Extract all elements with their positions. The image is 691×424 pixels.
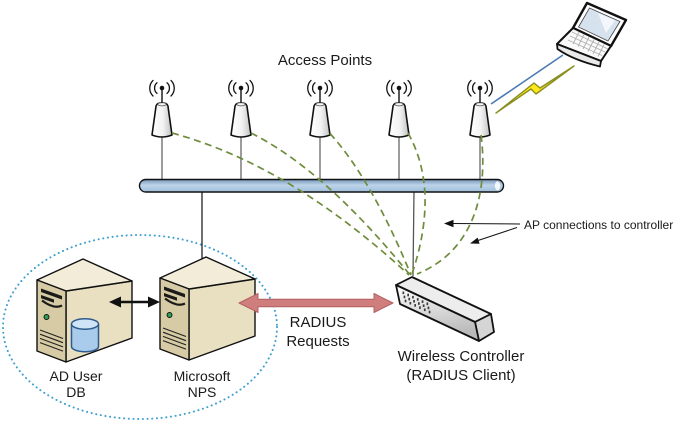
access-point-icon-3 [306,79,334,182]
wireless-controller-line1: Wireless Controller [397,348,525,365]
radius-requests-line1: RADIUS [289,314,347,331]
server-sync-arrow [109,296,160,308]
access-point-icon-1 [148,79,176,182]
access-point-icon-5 [466,79,494,182]
controller-drop-line [412,190,415,277]
microsoft-nps-line2: NPS [187,384,217,400]
ap-link-curve-5 [416,134,484,275]
ad-user-db-line1: AD User [49,368,103,384]
laptop-icon [556,1,628,68]
access-point-icon-4 [385,79,413,182]
annotation-arrow-upper [444,219,521,228]
microsoft-nps-line1: Microsoft [173,368,231,384]
ap-link-curve-1 [171,132,410,276]
network-backbone-bar [138,178,505,193]
radius-requests-label: RADIUS Requests [286,313,349,351]
ad-user-db-line2: DB [66,384,86,400]
access-point-icon-2 [227,79,255,182]
radius-requests-arrow [238,293,394,313]
nps-boundary-ellipse [2,234,278,420]
annotation-arrow-lower [470,227,518,244]
wireless-controller-line2: (RADIUS Client) [406,367,516,384]
server-icon-microsoft-nps [158,255,257,362]
microsoft-nps-label: Microsoft NPS [174,368,231,400]
ap-link-curve-4 [407,132,426,275]
ad-user-db-label: AD User DB [50,368,103,400]
radius-requests-line2: Requests [286,333,350,350]
ap-link-curve-3 [329,132,412,276]
wireless-controller-label: Wireless Controller (RADIUS Client) [398,347,525,385]
wireless-link-line [490,54,564,105]
ap-link-curve-2 [250,132,411,276]
database-cylinder-icon [70,318,100,353]
access-points-label: Access Points [277,52,373,69]
lightning-bolt-icon [495,65,575,114]
wireless-controller-icon [395,276,495,342]
ap-connections-label: AP connections to controller [524,218,674,232]
